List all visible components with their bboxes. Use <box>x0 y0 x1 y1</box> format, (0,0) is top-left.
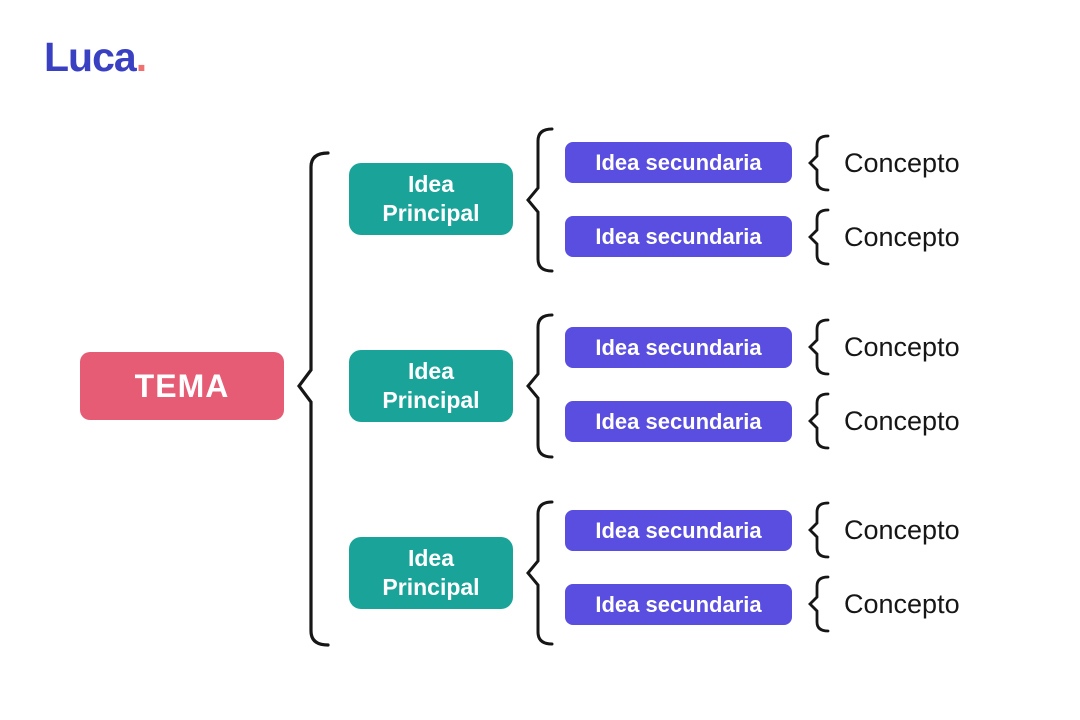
concept-curly-brace <box>808 392 830 450</box>
concept-curly-brace <box>808 501 830 559</box>
main-idea-label: Idea Principal <box>382 171 480 226</box>
tema-root-box: TEMA <box>80 352 284 420</box>
concept-curly-brace <box>808 575 830 633</box>
secondary-idea-box: Idea secundaria <box>565 584 792 625</box>
main-idea-box-2: Idea Principal <box>349 350 513 422</box>
concept-label: Concepto <box>844 589 960 619</box>
concept-curly-brace <box>808 318 830 376</box>
main-idea-label: Idea Principal <box>382 358 480 413</box>
luca-logo: Luca. <box>44 34 147 81</box>
secondary-idea-box: Idea secundaria <box>565 142 792 183</box>
root-curly-brace <box>297 151 330 647</box>
secondary-idea-box: Idea secundaria <box>565 216 792 257</box>
branch-curly-brace-1 <box>526 127 554 273</box>
concept-label: Concepto <box>844 515 960 545</box>
branch-curly-brace-3 <box>526 500 554 646</box>
secondary-idea-box: Idea secundaria <box>565 401 792 442</box>
logo-text: Luca <box>44 34 137 80</box>
secondary-idea-box: Idea secundaria <box>565 327 792 368</box>
concept-label: Concepto <box>844 148 960 178</box>
concept-curly-brace <box>808 208 830 266</box>
main-idea-box-3: Idea Principal <box>349 537 513 609</box>
concept-label: Concepto <box>844 406 960 436</box>
branch-curly-brace-2 <box>526 313 554 459</box>
logo-dot: . <box>135 34 147 80</box>
concept-label: Concepto <box>844 332 960 362</box>
secondary-idea-box: Idea secundaria <box>565 510 792 551</box>
concept-curly-brace <box>808 134 830 192</box>
concept-label: Concepto <box>844 222 960 252</box>
main-idea-box-1: Idea Principal <box>349 163 513 235</box>
main-idea-label: Idea Principal <box>382 545 480 600</box>
